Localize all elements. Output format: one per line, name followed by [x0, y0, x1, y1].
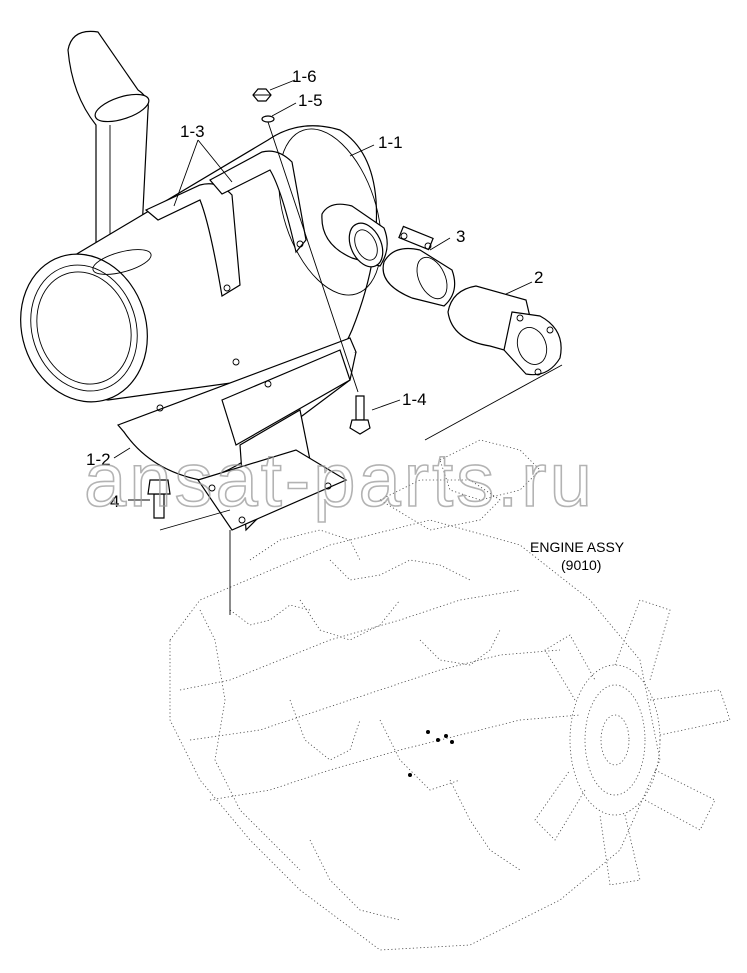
callout-4: 4: [110, 492, 119, 511]
exhaust-stack: [67, 30, 150, 282]
engine-assy-label: ENGINE ASSY: [530, 539, 625, 555]
callout-1-4: 1-4: [402, 390, 427, 409]
mounting-straps: [144, 150, 307, 297]
engine-assembly-phantom: [169, 439, 731, 951]
leader-lines: [113, 79, 563, 615]
callout-1-1: 1-1: [378, 133, 403, 152]
callout-1-6: 1-6: [292, 67, 317, 86]
pipe-clamp: [382, 225, 456, 307]
callout-3: 3: [456, 227, 465, 246]
callout-1-5: 1-5: [298, 91, 323, 110]
callout-1-3: 1-3: [180, 122, 205, 141]
callout-2: 2: [534, 268, 543, 287]
watermark-text: ansat-parts.ru: [84, 438, 595, 523]
hardware: [147, 88, 371, 519]
support-bracket: [116, 337, 357, 532]
callout-1-2: 1-2: [86, 450, 111, 469]
exhaust-inlet-pipe: [447, 285, 562, 376]
callout-labels: 1-6 1-5 1-3 1-1 3 2 1-4 1-2 4 ENGINE ASS…: [86, 67, 625, 573]
engine-assy-code: (9010): [561, 557, 601, 573]
